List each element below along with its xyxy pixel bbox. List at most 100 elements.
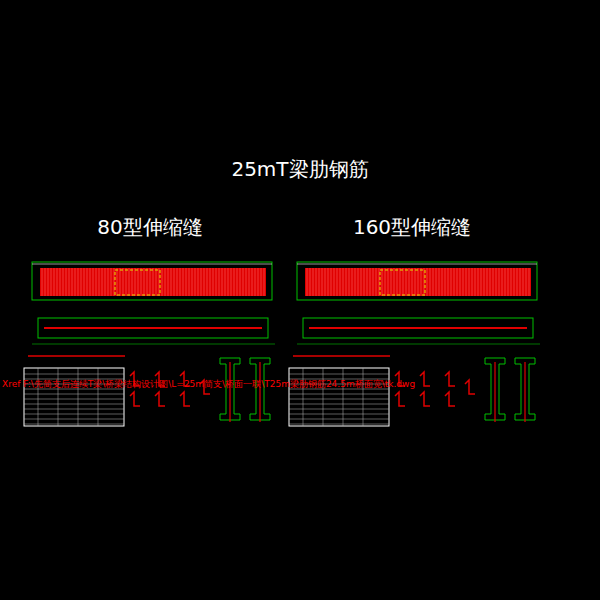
table-row [289,419,389,420]
stirrup [138,268,139,296]
stirrup [261,268,262,296]
drawing-subtitle: 80型伸缩缝 [97,216,202,238]
stirrup [132,268,133,296]
stirrup [264,268,265,296]
stirrup [222,268,223,296]
stirrup [406,268,407,296]
table-row [289,424,389,425]
beam-drawing [24,262,275,426]
stirrup [379,268,380,296]
stirrup [259,362,260,422]
stirrup [334,268,335,296]
stirrup [240,268,241,296]
stirrup [496,268,497,296]
stirrup [48,268,49,296]
elevation-outline [297,262,537,300]
stirrup [454,268,455,296]
stirrup [412,268,413,296]
stirrup [66,268,67,296]
main-bar [309,327,527,329]
stirrup [171,268,172,296]
rebar-sketch [28,355,125,357]
rebar-fill [40,268,266,296]
stirrup [72,268,73,296]
stirrup [424,268,425,296]
dimension-line [297,264,537,265]
stirrup [352,268,353,296]
table-col [303,368,304,426]
stirrup [460,268,461,296]
rebar-sketch [420,372,430,386]
rebar-sketch [465,380,475,394]
table-col [98,368,99,426]
stirrup [168,268,169,296]
stirrup [57,268,58,296]
stirrup [195,268,196,296]
table-col [78,368,79,426]
stirrup [219,268,220,296]
table-row [289,414,389,415]
dimension-line [32,264,272,265]
stirrup [159,268,160,296]
plan-outline [38,318,268,338]
stirrup [415,268,416,296]
dimension-line [297,344,540,345]
main-bar [44,327,262,329]
stirrup [198,268,199,296]
stirrup [225,268,226,296]
table-row [24,419,124,420]
stirrup [307,268,308,296]
stirrup [508,268,509,296]
stirrup [126,268,127,296]
stirrup [445,268,446,296]
stirrup [472,268,473,296]
stirrup [517,268,518,296]
stirrup [475,268,476,296]
stirrup [180,268,181,296]
stirrup [165,268,166,296]
xref-path: Xref F:\先简支后连续T梁\桥梁结构设计图\L=25m简支\桥面一联\T2… [2,380,415,390]
stirrup [328,268,329,296]
stirrup [93,268,94,296]
rebar-sketch [180,392,190,406]
stirrup [358,268,359,296]
stirrup [346,268,347,296]
stirrup [229,362,230,422]
dimension-line [32,344,275,345]
stirrup [213,268,214,296]
stirrup [343,268,344,296]
stirrup [186,268,187,296]
stirrup [322,268,323,296]
stirrup [524,362,525,422]
table-row [24,414,124,415]
stirrup [162,268,163,296]
stirrup [463,268,464,296]
table-col [58,368,59,426]
stirrup [129,268,130,296]
stirrup [42,268,43,296]
stirrup [355,268,356,296]
table-row [24,424,124,425]
stirrup [51,268,52,296]
stirrup [526,268,527,296]
plan-outline [303,318,533,338]
detail-box [380,270,425,295]
stirrup [442,268,443,296]
stirrup [204,268,205,296]
rebar-sketch [293,355,390,357]
table-row [24,374,124,375]
stirrup [120,268,121,296]
stirrup [105,268,106,296]
table-row [289,374,389,375]
table-col [38,368,39,426]
stirrup [367,268,368,296]
stirrup [102,268,103,296]
stirrup [439,268,440,296]
stirrup [502,268,503,296]
rebar-sketch [445,372,455,386]
sheet-title: 25mT梁肋钢筋 [231,158,368,180]
stirrup [484,268,485,296]
stirrup [60,268,61,296]
stirrup [78,268,79,296]
stirrup [237,268,238,296]
